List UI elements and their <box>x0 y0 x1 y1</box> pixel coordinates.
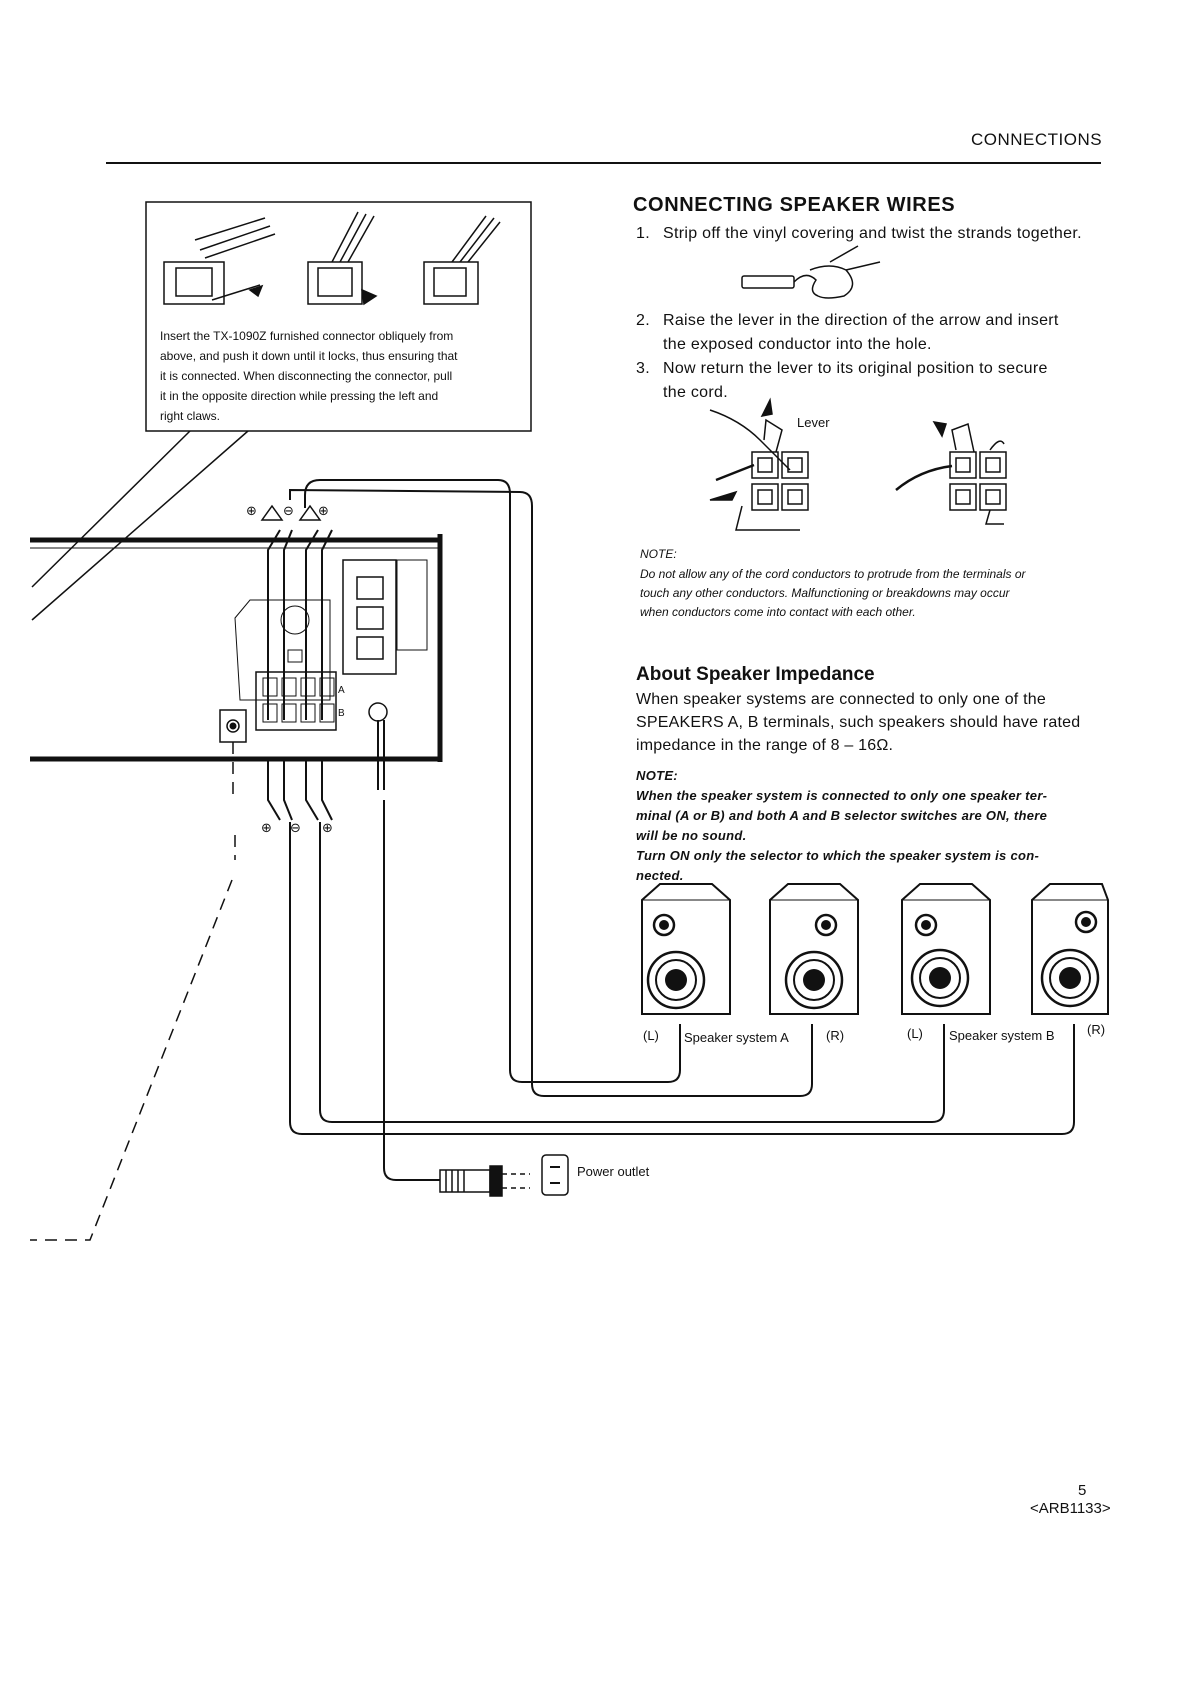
power-plug <box>439 1165 530 1197</box>
speaker-wires-title: CONNECTING SPEAKER WIRES <box>633 194 956 216</box>
callout-line: it in the opposite direction while press… <box>160 389 439 403</box>
terminal-minus-label: ⊖ <box>283 503 294 518</box>
speaker-cords <box>260 479 1075 1135</box>
step-3: 3. Now return the lever to its original … <box>636 357 1106 405</box>
impedance-note-title: NOTE: <box>636 768 678 783</box>
speaker-system-b-label: Speaker system B <box>949 1028 1055 1043</box>
control-cord <box>30 742 236 1241</box>
lever-terminal-right <box>895 421 1007 525</box>
speaker-a-right <box>769 883 859 1015</box>
speaker-b-left <box>901 883 991 1015</box>
callout-line: right claws. <box>160 409 221 423</box>
step-1: 1. Strip off the vinyl covering and twis… <box>636 222 1106 246</box>
lever-label: Lever <box>797 415 830 430</box>
step-text: the exposed conductor into the hole. <box>663 336 932 353</box>
terminal-plus-label: ⊕ <box>318 503 329 518</box>
impedance-text: When speaker systems are connected to on… <box>636 688 1106 757</box>
body-line: When speaker systems are connected to on… <box>636 691 1046 708</box>
step-number: 3. <box>636 360 650 377</box>
note-line: Do not allow any of the cord conductors … <box>640 567 1026 581</box>
speaker-a-right-label: (R) <box>826 1028 845 1043</box>
wire-note-title: NOTE: <box>640 547 677 561</box>
note-line: touch any other conductors. Malfunctioni… <box>640 586 1010 600</box>
speaker-a-left <box>641 883 731 1015</box>
note-line: nected. <box>636 868 684 883</box>
note-line: when conductors come into contact with e… <box>640 605 916 619</box>
impedance-title: About Speaker Impedance <box>636 664 875 685</box>
document-code: <ARB1133> <box>1030 1500 1111 1517</box>
power-outlet-label: Power outlet <box>577 1164 650 1179</box>
terminal-plus-label: ⊕ <box>246 503 257 518</box>
step-text: Now return the lever to its original pos… <box>663 360 1048 377</box>
body-line: SPEAKERS A, B terminals, such speakers s… <box>636 714 1081 731</box>
step-text: Raise the lever in the direction of the … <box>663 312 1059 329</box>
speaker-a-left-label: (L) <box>643 1028 659 1043</box>
terminal-a-label: A <box>338 685 345 696</box>
note-line: will be no sound. <box>636 828 747 843</box>
step-number: 1. <box>636 225 650 242</box>
terminal-minus-label: ⊖ <box>290 820 301 835</box>
speaker-b-right <box>1031 883 1109 1015</box>
callout-box <box>145 201 532 432</box>
connector-illustration-3 <box>423 215 501 305</box>
power-cord <box>377 720 440 1181</box>
step-text: Strip off the vinyl covering and twist t… <box>663 225 1082 242</box>
step-number: 2. <box>636 312 650 329</box>
wire-note-body: Do not allow any of the cord conductors … <box>640 565 1110 622</box>
callout-line: it is connected. When disconnecting the … <box>160 369 453 383</box>
callout-line: above, and push it down until it locks, … <box>160 349 458 363</box>
step-text: the cord. <box>663 384 728 401</box>
lever-terminal-left <box>709 397 809 531</box>
note-line: Turn ON only the selector to which the s… <box>636 848 1040 863</box>
connector-illustration-1 <box>163 217 276 305</box>
speaker-system-a-label: Speaker system A <box>684 1030 789 1045</box>
page-number: 5 <box>1078 1482 1087 1499</box>
impedance-note-body: When the speaker system is connected to … <box>636 786 1106 886</box>
wire-strip-illustration <box>741 245 881 299</box>
body-line: impedance in the range of 8 – 16Ω. <box>636 737 894 754</box>
wall-outlet <box>541 1154 569 1196</box>
section-label: CONNECTIONS <box>971 130 1103 149</box>
terminal-plus-label: ⊕ <box>322 820 333 835</box>
callout-text: Insert the TX-1090Z furnished connector … <box>160 326 530 426</box>
speaker-b-left-label: (L) <box>907 1026 923 1041</box>
callout-line: Insert the TX-1090Z furnished connector … <box>160 329 454 343</box>
speaker-b-right-label: (R) <box>1087 1022 1106 1037</box>
step-2: 2. Raise the lever in the direction of t… <box>636 309 1106 357</box>
note-line: minal (A or B) and both A and B selector… <box>636 808 1048 823</box>
amplifier-rear-panel <box>30 534 443 762</box>
note-line: When the speaker system is connected to … <box>636 788 1048 803</box>
connector-illustration-2 <box>307 211 378 306</box>
terminal-plus-label: ⊕ <box>261 820 272 835</box>
terminal-b-label: B <box>338 708 345 719</box>
